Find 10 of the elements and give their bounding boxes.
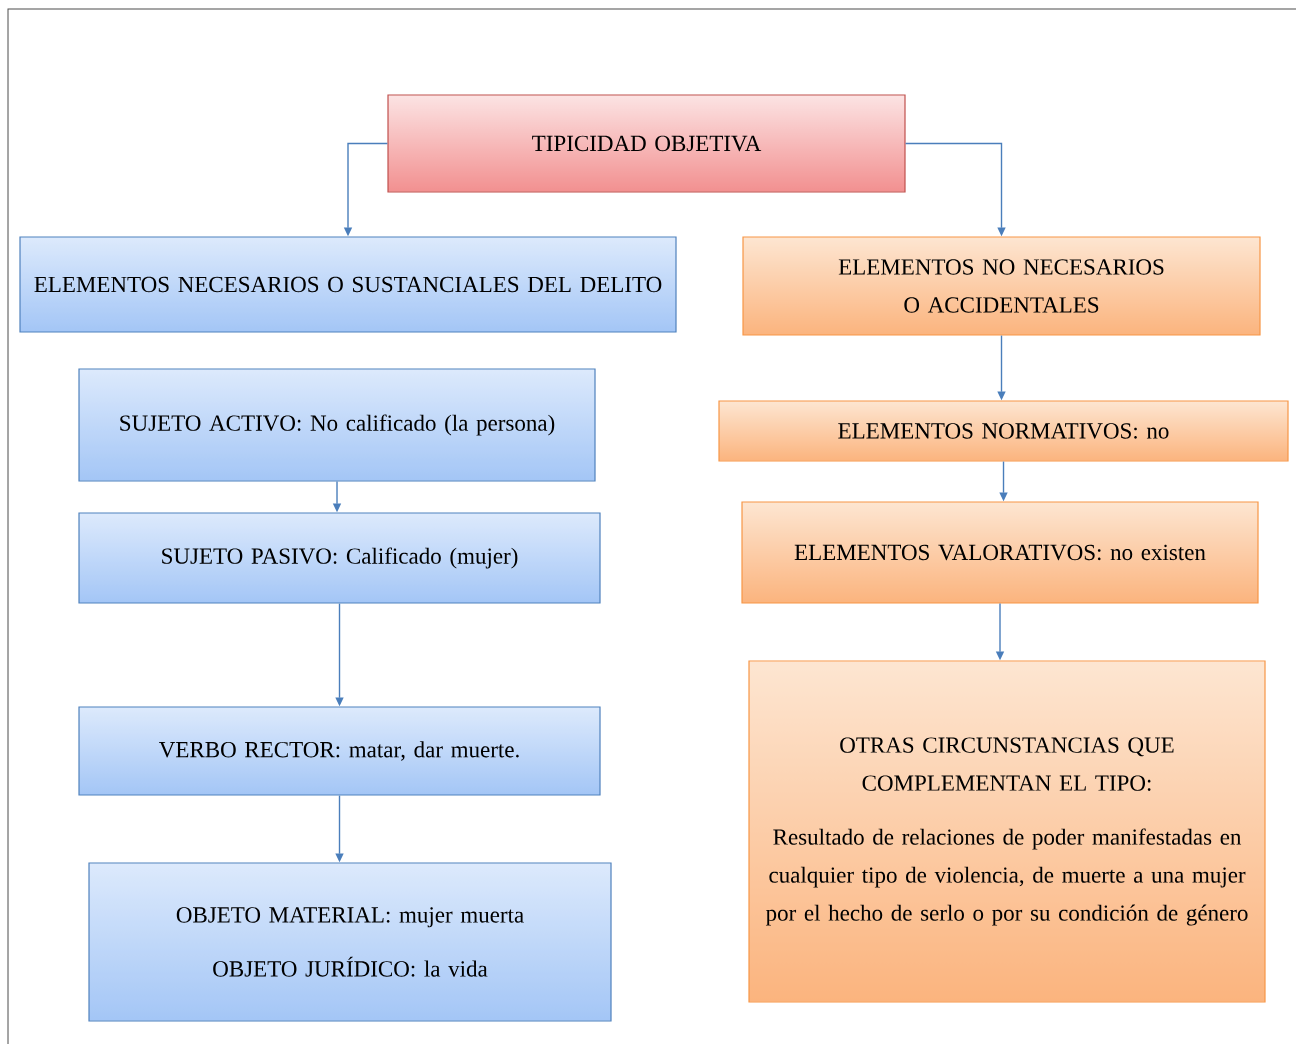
concept-box: SUJETO ACTIVO: No calificado (la persona) — [78, 368, 596, 482]
concept-box: ELEMENTOS NECESARIOS O SUSTANCIALES DEL DELITO — [19, 236, 677, 333]
concept-box: ELEMENTOS NO NECESARIOS O ACCIDENTALES — [742, 236, 1261, 336]
concept-box: ELEMENTOS NORMATIVOS: no — [718, 400, 1289, 462]
concept-box: VERBO RECTOR: matar, dar muerte. — [78, 706, 601, 796]
concept-box: OBJETO MATERIAL: mujer muerta OBJETO JURÍDICO: la vida — [88, 862, 612, 1022]
concept-box: SUJETO PASIVO: Calificado (mujer) — [78, 512, 601, 604]
heading-box: TIPICIDAD OBJETIVA — [387, 94, 906, 193]
concept-box: ELEMENTOS VALORATIVOS: no existen — [741, 501, 1259, 604]
concept-box: OTRAS CIRCUNSTANCIAS QUE COMPLEMENTAN EL TIPO: Resultado de relaciones de poder manifestadas en cualquier tipo de violencia, de muerte a una mujer por el hecho de serlo o por su condición de género — [748, 660, 1266, 1003]
